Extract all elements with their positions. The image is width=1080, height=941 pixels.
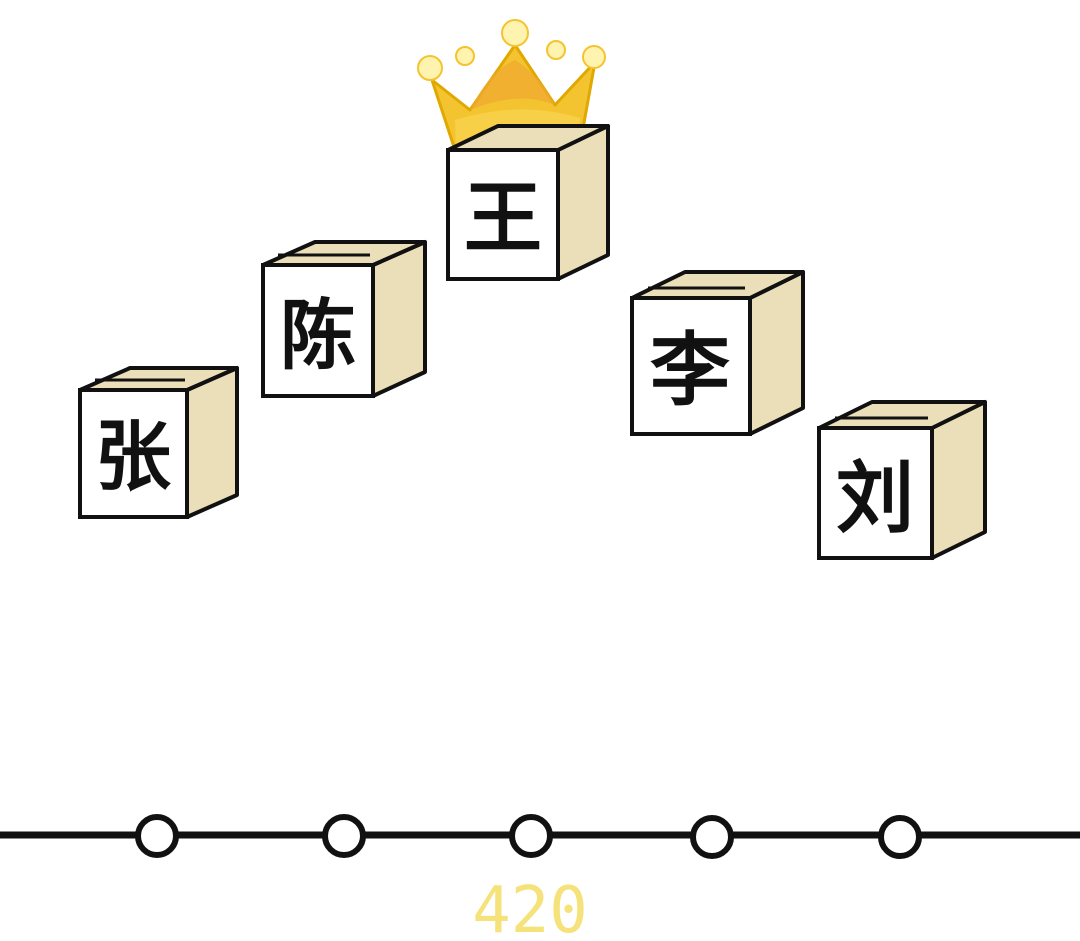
- block-char-liu: 刘: [836, 454, 914, 544]
- timeline-node-1: [135, 814, 179, 858]
- block-char-zhang: 张: [95, 412, 171, 501]
- block-chen: 陈: [261, 240, 427, 398]
- block-wang: 王: [446, 124, 610, 281]
- timeline-node-2: [322, 814, 366, 858]
- timeline-node-4: [690, 815, 734, 859]
- block-char-wang: 王: [464, 174, 542, 264]
- block-liu: 刘: [817, 400, 987, 560]
- block-zhang: 张: [78, 366, 239, 519]
- timeline-node-5: [878, 815, 922, 859]
- timeline: 420: [0, 814, 1080, 941]
- block-li: 李: [630, 270, 805, 436]
- block-char-chen: 陈: [280, 291, 356, 380]
- timeline-node-3: [509, 814, 553, 858]
- timeline-label: 420: [472, 874, 588, 941]
- block-char-li: 李: [650, 324, 730, 417]
